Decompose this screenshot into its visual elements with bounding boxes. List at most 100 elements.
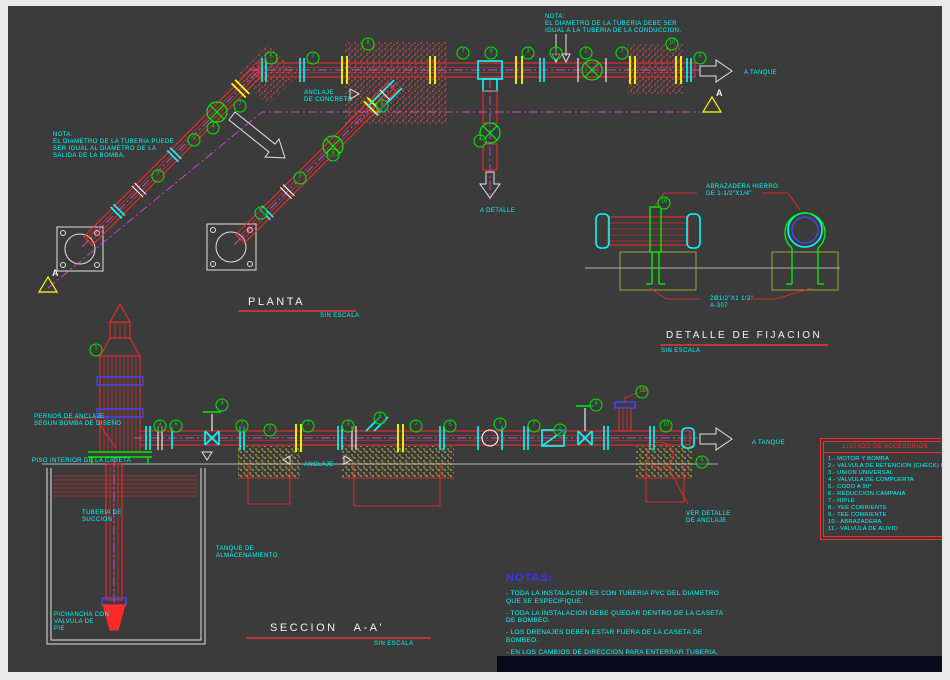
drawing-canvas: NOTA: EL DIAMETRO DE LA TUBERIA PUEDE SE… (8, 6, 950, 680)
callout-bubble: 8 (361, 37, 375, 51)
callout-bubble: 3 (521, 46, 535, 60)
section-view (42, 302, 733, 645)
callout-bubble: 2 (579, 46, 593, 60)
notas-title: NOTAS: (506, 572, 554, 584)
callout-bubble: 3 (493, 417, 507, 431)
detail-scale-note: SIN ESCALA (661, 348, 701, 354)
label-tanque: TANQUE DE ALMACENAMIENTO (216, 546, 278, 559)
pipe-clamp (646, 206, 665, 285)
callout-bubble: 8 (373, 411, 387, 425)
callout-bubble: 7 (615, 46, 629, 60)
legend-item: 5.- CODO A 90° (828, 484, 872, 490)
arrow-down-right-icon (228, 111, 286, 159)
gate-valve-section (203, 411, 221, 446)
label-pernos-detalle: 2Ø1/2"X1 1/2" A-307 (710, 296, 754, 309)
tee-branch (477, 60, 503, 200)
callout-bubble: 4 (215, 398, 229, 412)
suction-line-2 (234, 81, 398, 245)
callout-bubble: 3 (187, 133, 201, 147)
section-title-underline (246, 637, 431, 639)
detail-title-underline (660, 344, 828, 346)
label-abrazadera: ABRAZADERA HIERRO DE 1-1/2"X1/4" (706, 184, 779, 197)
suction-pipe (101, 458, 127, 631)
legend-title: LISTADO DE ACCESORIOS (824, 442, 947, 453)
callout-bubble: 1 (89, 343, 103, 357)
label-a-detalle: A DETALLE (480, 208, 516, 214)
detail-title: DETALLE DE FIJACION (666, 330, 823, 341)
gate-valve-plan (206, 101, 228, 123)
callout-bubble: 4 (473, 134, 487, 148)
anchor-block (636, 446, 692, 478)
fixing-detail-view (585, 192, 840, 300)
plan-title: PLANTA (248, 296, 305, 308)
callout-bubble: 9 (484, 46, 498, 60)
callout-bubble: 3 (293, 171, 307, 185)
arrow-right-icon (699, 427, 733, 451)
nota-item: - LOS DRENAJES DEBEN ESTAR FUERA DE LA C… (506, 629, 703, 644)
callout-bubble: 10 (657, 196, 671, 210)
callout-bubble: 11 (635, 385, 649, 399)
callout-bubble: 7 (151, 169, 165, 183)
callout-bubble: 10 (665, 37, 679, 51)
relief-valve (614, 388, 647, 432)
pipe-cross-section (787, 212, 823, 248)
section-title: SECCION A-A' (270, 622, 385, 634)
linework-svg (37, 34, 840, 645)
callout-bubble: 7 (301, 419, 315, 433)
pipe-bell-end (681, 427, 695, 449)
plan-scale-note: SIN ESCALA (320, 313, 360, 319)
legend-item: 1.- MOTOR Y BOMBA (828, 456, 890, 462)
arrow-right-small-icon (349, 88, 361, 100)
detail-leaders (649, 192, 813, 300)
legend-item: 2.- VALVULA DE RETENCION (CHECK) HORIZON… (828, 463, 950, 469)
concrete-anchor-block (238, 45, 298, 105)
callout-bubble: 7 (527, 419, 541, 433)
callout-bubble: 2 (263, 423, 277, 437)
gate-valve-section (576, 405, 594, 446)
check-valve-plan (581, 59, 603, 81)
label-a-tanque-section: A TANQUE (752, 440, 785, 446)
pedestal-outlines (238, 464, 692, 507)
callout-bubble: 5 (693, 51, 707, 65)
callout-bubble: 7 (456, 46, 470, 60)
callout-bubble: 5 (695, 455, 709, 469)
union-fitting (481, 429, 499, 447)
pernos-leader (62, 417, 117, 449)
callout-bubble: 7 (306, 51, 320, 65)
callout-bubble: 3 (341, 419, 355, 433)
callout-bubble: 8 (375, 99, 389, 113)
concrete-base (771, 251, 839, 291)
section-cut-line (47, 111, 700, 289)
callout-bubble: 5 (264, 51, 278, 65)
arrow-right-icon (699, 59, 733, 83)
plan-note-left: NOTA: EL DIAMETRO DE LA TUBERIA PUEDE SE… (53, 132, 175, 159)
detail-highlight-circle (646, 441, 674, 469)
legend-item: 7.- NIPLE (828, 498, 855, 504)
label-pernos-anclaje: PERNOS DE ANCLAJE SEGUN BOMBA DE DISEÑO (34, 414, 122, 427)
legend-item: 10.- ABRAZADERA (828, 519, 882, 525)
section-marker-triangle (37, 275, 59, 293)
pump-plan-symbol (56, 226, 104, 272)
arrow-down-icon (479, 171, 501, 199)
legend-item: 8.- YEE CORRIENTE (828, 505, 888, 511)
foot-valve-strainer (102, 604, 126, 631)
callout-bubble: 7 (235, 419, 249, 433)
frame-bottom (0, 672, 950, 680)
callout-bubble: 7 (254, 206, 268, 220)
callout-bubble: 4 (206, 121, 220, 135)
legend-item: 6.- REDUCCION CAMPANA (828, 491, 906, 497)
section-scale-note: SIN ESCALA (374, 641, 414, 647)
storage-tank (46, 468, 206, 645)
callout-bubble: 2 (553, 423, 567, 437)
detail-leader (666, 464, 689, 505)
label-piso-interior: PISO INTERIOR DE LA CASETA (32, 458, 131, 464)
legend-item: 11.- VALVULA DE ALIVIO (828, 526, 899, 532)
label-anclaje: ANCLAJE (304, 462, 334, 468)
callout-bubble: 7 (549, 46, 563, 60)
label-anclaje-concreto: ANCLAJE DE CONCRETO (304, 90, 353, 103)
label-tuberia-succion: TUBERIA DE SUCCION (82, 510, 122, 523)
callout-bubble: 6 (169, 419, 183, 433)
